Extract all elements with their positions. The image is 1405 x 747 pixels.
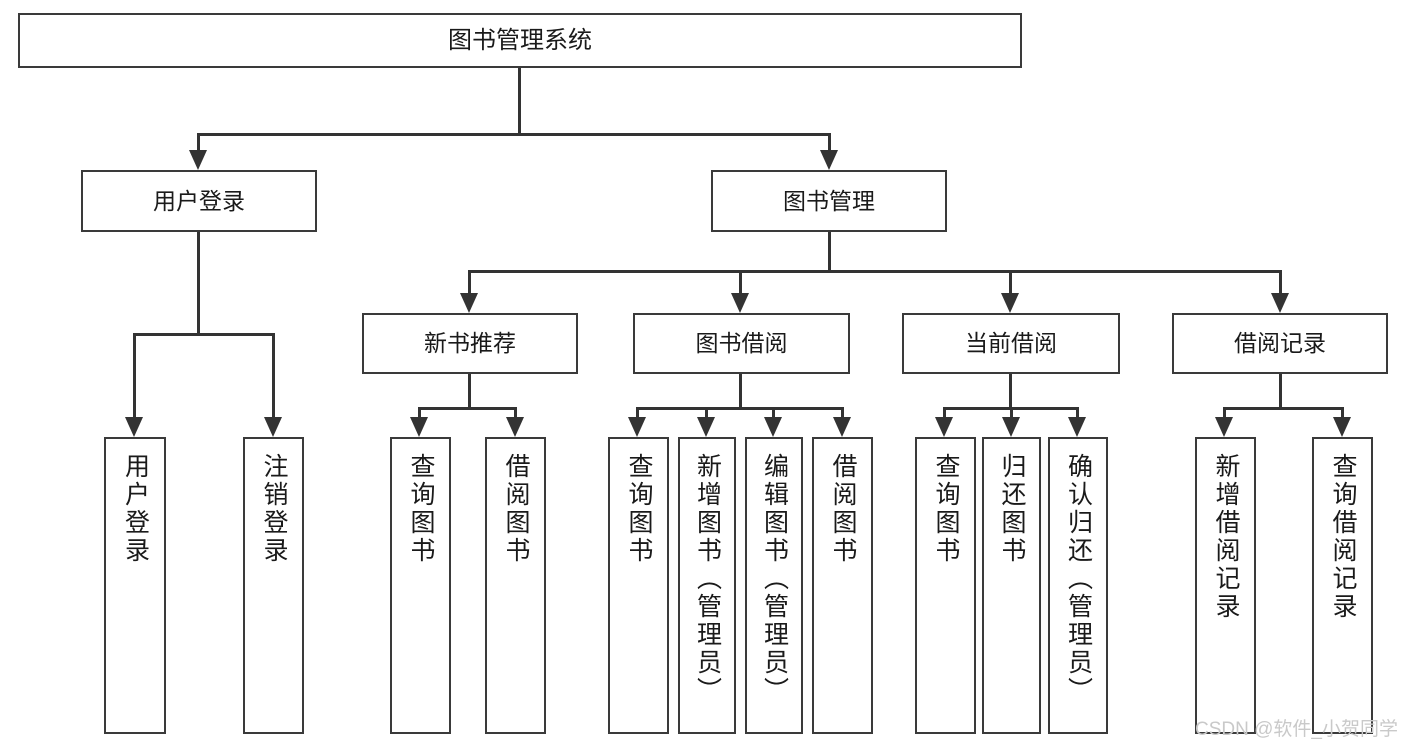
arrow-head-icon — [1002, 417, 1020, 437]
node-label: 图书管理系统 — [448, 26, 592, 54]
connector-line-horizontal — [419, 407, 516, 410]
connector-line-vertical — [133, 333, 136, 417]
connector-line-vertical — [772, 407, 775, 417]
arrow-head-icon — [628, 417, 646, 437]
node-label: 借阅图书 — [502, 453, 530, 565]
arrow-head-icon — [506, 417, 524, 437]
node-label: 用户登录 — [153, 187, 245, 214]
arrow-head-icon — [1001, 293, 1019, 313]
connector-line-vertical — [272, 333, 275, 417]
leaf-node-9[interactable]: 归还图书 — [982, 437, 1041, 734]
connector-line-vertical — [1279, 270, 1282, 293]
arrow-head-icon — [731, 293, 749, 313]
connector-line-vertical — [1009, 374, 1012, 407]
connector-line-vertical — [828, 133, 831, 150]
node-label: 查询图书 — [625, 453, 653, 565]
arrow-head-icon — [697, 417, 715, 437]
connector-line-horizontal — [469, 270, 1280, 273]
level2-node-1[interactable]: 图书管理 — [711, 170, 947, 232]
connector-line-vertical — [1341, 407, 1344, 417]
node-label: 注销登录 — [260, 453, 288, 565]
node-label: 借阅记录 — [1234, 330, 1326, 357]
connector-line-vertical — [828, 232, 831, 270]
leaf-node-12[interactable]: 查询借阅记录 — [1312, 437, 1373, 734]
connector-line-vertical — [739, 270, 742, 293]
connector-line-horizontal — [1224, 407, 1342, 410]
connector-line-vertical — [468, 270, 471, 293]
level3-node-1[interactable]: 图书借阅 — [633, 313, 850, 374]
leaf-node-0[interactable]: 用户登录 — [104, 437, 166, 734]
node-label: 当前借阅 — [965, 330, 1057, 357]
node-label: 编辑图书（管理员） — [760, 453, 789, 705]
arrow-head-icon — [264, 417, 282, 437]
leaf-node-10[interactable]: 确认归还（管理员） — [1048, 437, 1108, 734]
arrow-head-icon — [410, 417, 428, 437]
connector-line-horizontal — [134, 333, 274, 336]
arrow-head-icon — [189, 150, 207, 170]
leaf-node-4[interactable]: 查询图书 — [608, 437, 669, 734]
leaf-node-5[interactable]: 新增图书（管理员） — [678, 437, 736, 734]
node-label: 查询图书 — [932, 453, 960, 565]
connector-line-vertical — [468, 374, 471, 407]
csdn-watermark: CSDN @软件_小贺同学 — [1195, 719, 1398, 740]
leaf-node-7[interactable]: 借阅图书 — [812, 437, 873, 734]
connector-line-vertical — [1223, 407, 1226, 417]
arrow-head-icon — [820, 150, 838, 170]
connector-line-vertical — [418, 407, 421, 417]
connector-line-vertical — [739, 374, 742, 407]
node-label: 新增图书（管理员） — [693, 453, 722, 705]
arrow-head-icon — [764, 417, 782, 437]
node-label: 借阅图书 — [829, 453, 857, 565]
leaf-node-11[interactable]: 新增借阅记录 — [1195, 437, 1256, 734]
node-label: 查询图书 — [407, 453, 435, 565]
connector-line-vertical — [943, 407, 946, 417]
leaf-node-2[interactable]: 查询图书 — [390, 437, 451, 734]
level3-node-3[interactable]: 借阅记录 — [1172, 313, 1388, 374]
connector-line-vertical — [197, 133, 200, 150]
connector-line-horizontal — [198, 133, 831, 136]
leaf-node-8[interactable]: 查询图书 — [915, 437, 976, 734]
connector-line-horizontal — [637, 407, 842, 410]
arrow-head-icon — [1215, 417, 1233, 437]
node-label: 归还图书 — [998, 453, 1026, 565]
level3-node-0[interactable]: 新书推荐 — [362, 313, 578, 374]
connector-line-vertical — [705, 407, 708, 417]
connector-line-vertical — [1279, 374, 1282, 407]
connector-line-vertical — [1010, 407, 1013, 417]
node-label: 用户登录 — [121, 453, 150, 565]
connector-line-vertical — [514, 407, 517, 417]
arrow-head-icon — [1271, 293, 1289, 313]
node-label: 新增借阅记录 — [1212, 453, 1240, 621]
connector-line-vertical — [518, 68, 521, 133]
connector-line-vertical — [1009, 270, 1012, 293]
arrow-head-icon — [1068, 417, 1086, 437]
arrow-head-icon — [125, 417, 143, 437]
connector-line-vertical — [636, 407, 639, 417]
leaf-node-3[interactable]: 借阅图书 — [485, 437, 546, 734]
root-node[interactable]: 图书管理系统 — [18, 13, 1022, 68]
arrow-head-icon — [1333, 417, 1351, 437]
level3-node-2[interactable]: 当前借阅 — [902, 313, 1120, 374]
node-label: 确认归还（管理员） — [1064, 453, 1093, 705]
connector-line-vertical — [841, 407, 844, 417]
node-label: 图书管理 — [783, 187, 875, 214]
leaf-node-6[interactable]: 编辑图书（管理员） — [745, 437, 803, 734]
connector-line-vertical — [1076, 407, 1079, 417]
arrow-head-icon — [935, 417, 953, 437]
node-label: 查询借阅记录 — [1329, 453, 1357, 621]
level2-node-0[interactable]: 用户登录 — [81, 170, 317, 232]
leaf-node-1[interactable]: 注销登录 — [243, 437, 304, 734]
arrow-head-icon — [833, 417, 851, 437]
node-label: 新书推荐 — [424, 330, 516, 357]
node-label: 图书借阅 — [695, 330, 788, 357]
connector-line-vertical — [197, 232, 200, 333]
arrow-head-icon — [460, 293, 478, 313]
